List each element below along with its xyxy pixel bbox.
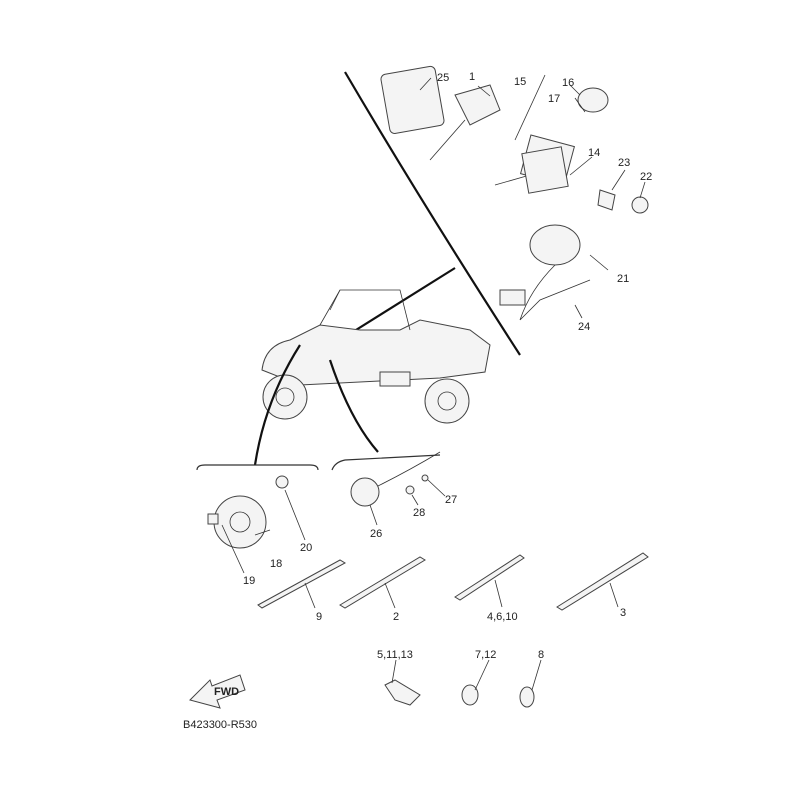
callout-27: 27 (445, 494, 457, 506)
leader-horn (253, 344, 301, 466)
part-9-cable-tie (257, 559, 347, 609)
part-20-nut (275, 475, 289, 489)
callout-4-6-10: 4,6,10 (487, 611, 518, 623)
callout-3: 3 (620, 607, 626, 619)
part-16-knob (577, 87, 609, 113)
callout-16: 16 (562, 77, 574, 89)
part-1-socket (454, 84, 501, 126)
part-8-clamp (519, 686, 535, 708)
part-21-main-switch (529, 224, 581, 266)
callout-28: 28 (413, 507, 425, 519)
callout-1: 1 (469, 71, 475, 83)
part-24-connector (499, 289, 526, 306)
callout-17: 17 (548, 93, 560, 105)
callout-22: 22 (640, 171, 652, 183)
vehicle-illustration (261, 289, 491, 424)
callout-8: 8 (538, 649, 544, 661)
callout-7-12: 7,12 (475, 649, 496, 661)
part-28-washer (405, 485, 415, 495)
fwd-label: FWD (214, 686, 239, 698)
callout-2: 2 (393, 611, 399, 623)
group-boundary-line (344, 71, 521, 356)
part-25-relay (380, 65, 445, 134)
part-18-horn (213, 495, 267, 549)
leader-to-vehicle (339, 267, 456, 341)
callout-9: 9 (316, 611, 322, 623)
callout-26: 26 (370, 528, 382, 540)
callout-24: 24 (578, 321, 590, 333)
leader-lines (221, 74, 646, 691)
horn-group-bracket (196, 464, 319, 471)
callout-14: 14 (588, 147, 600, 159)
callout-23: 23 (618, 157, 630, 169)
callout-18: 18 (270, 558, 282, 570)
part-14-switch (521, 146, 569, 194)
part-24-wire-harness (519, 264, 591, 321)
fwd-arrow-icon: FWD (189, 674, 246, 709)
leader-sensor (328, 359, 379, 453)
part-26-sensor (350, 477, 380, 507)
part-5-clamp (384, 679, 421, 706)
callout-15: 15 (514, 76, 526, 88)
callout-19: 19 (243, 575, 255, 587)
part-22-nut (631, 196, 649, 214)
part-7-clamp (461, 684, 479, 706)
part-27-screw (421, 474, 429, 482)
part-3-cable-tie (556, 552, 649, 611)
callout-20: 20 (300, 542, 312, 554)
callout-25: 25 (437, 72, 449, 84)
part-2-cable-tie (339, 556, 426, 609)
callout-21: 21 (617, 273, 629, 285)
part-4-cable-tie-clip (454, 554, 525, 601)
diagram-code: B423300-R530 (183, 719, 257, 731)
part-19-bolt (207, 513, 219, 525)
part-23-label (597, 189, 616, 211)
callout-5-11-13: 5,11,13 (377, 649, 413, 661)
sensor-group-bracket (331, 454, 441, 471)
